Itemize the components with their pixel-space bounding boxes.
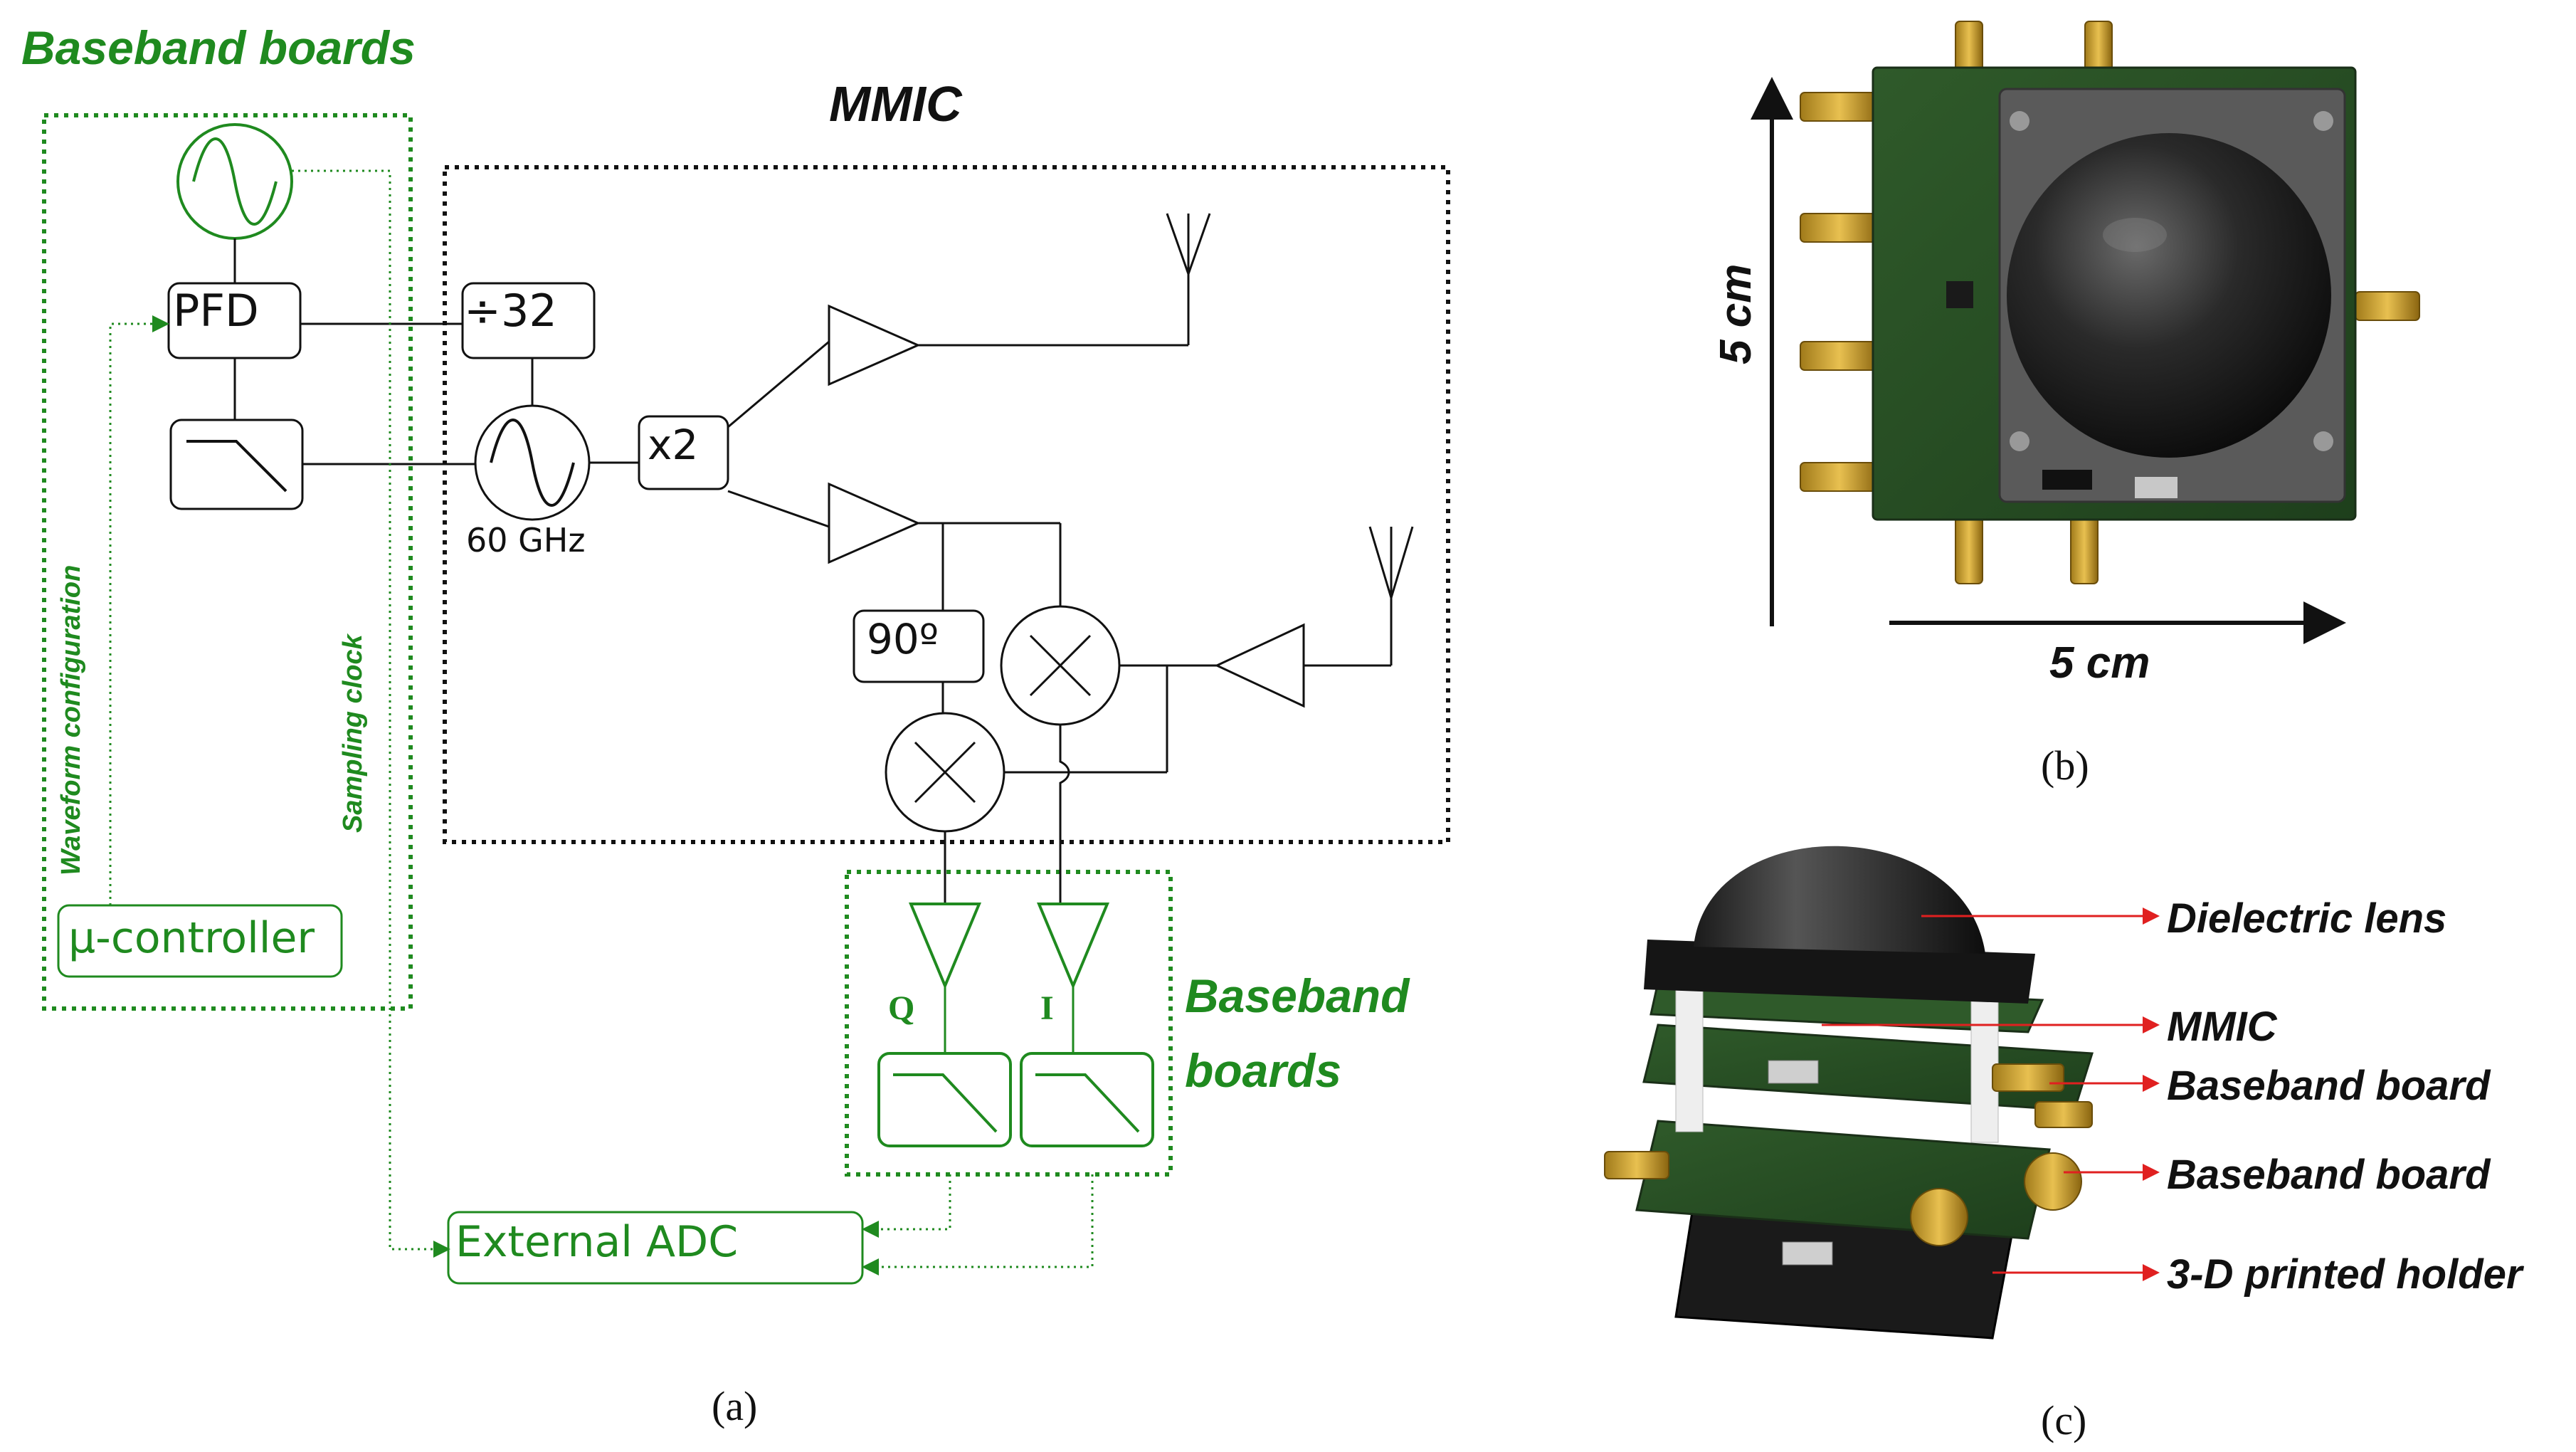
reference-oscillator-icon [176, 123, 293, 240]
baseband-boards-label-line1: Baseband [1185, 969, 1410, 1022]
pfd-label: PFD [173, 285, 259, 337]
caption-b: (b) [2041, 742, 2089, 789]
sma-connectors-side [1604, 1063, 2093, 1246]
sma-connectors-top [1800, 21, 2420, 584]
q-channel-label: Q [888, 989, 914, 1027]
callout-baseband-board-1: Baseband board [2167, 1063, 2491, 1109]
i-baseband-filter-block [1020, 1052, 1154, 1147]
mmic-title: MMIC [829, 76, 963, 132]
photo-top-view: 5 cm 5 cm (b) [1711, 21, 2420, 789]
block-diagram: Baseband boards MMIC PFD ÷32 [21, 21, 1450, 1429]
external-adc-label: External ADC [455, 1217, 738, 1267]
q-baseband-amplifier-icon [908, 903, 982, 990]
vco-frequency: 60 GHz [466, 521, 586, 559]
microcontroller-block: µ-controller [57, 904, 343, 978]
doubler-block: x2 [638, 415, 729, 490]
baseband-boards-label-line2: boards [1185, 1044, 1341, 1097]
dielectric-lens-top [2007, 133, 2331, 458]
i-baseband-amplifier-icon [1036, 903, 1110, 990]
loop-filter-block [169, 419, 304, 510]
callout-printed-holder: 3-D printed holder [2167, 1251, 2525, 1298]
height-dimension-label: 5 cm [1711, 264, 1761, 364]
width-dimension-label: 5 cm [2049, 638, 2150, 688]
q-baseband-filter-block [877, 1052, 1012, 1147]
doubler-label: x2 [648, 421, 698, 469]
mixer-q-icon [885, 712, 1005, 833]
tx-amplifier-icon [828, 304, 921, 386]
waveform-configuration-label: Waveform configuration [56, 565, 86, 875]
i-channel-label: I [1040, 989, 1054, 1027]
phase-shift-label: 90º [867, 615, 939, 663]
callout-lines [1822, 908, 2160, 1281]
external-adc-block: External ADC [447, 1211, 864, 1285]
divider-block: ÷32 [461, 282, 596, 359]
lo-amplifier-icon [828, 482, 921, 564]
divider-label: ÷32 [464, 285, 557, 337]
green-dotted-connections [109, 169, 1094, 1275]
sampling-clock-label: Sampling clock [338, 633, 368, 833]
callout-baseband-board-2: Baseband board [2167, 1152, 2491, 1198]
photo-side-view: Dielectric lens MMIC Baseband board Base… [1604, 846, 2525, 1443]
mixer-i-icon [1000, 605, 1121, 726]
caption-c: (c) [2041, 1397, 2086, 1443]
phase-shift-block: 90º [852, 609, 985, 683]
tx-antenna-icon [1166, 213, 1211, 275]
vco-icon [474, 404, 591, 521]
callout-mmic: MMIC [2167, 1004, 2278, 1050]
dielectric-lens-side [1694, 846, 1985, 954]
rx-amplifier-icon [1214, 623, 1305, 708]
pfd-block: PFD [167, 282, 302, 359]
callout-dielectric-lens: Dielectric lens [2167, 895, 2446, 942]
lens-holder-plate [1644, 940, 2035, 1004]
baseband-board-boundary-bottom [845, 870, 1173, 1177]
rx-antenna-icon [1368, 526, 1414, 599]
baseband-board-boundary-left [42, 113, 413, 1011]
mmic-boundary [443, 165, 1450, 844]
baseband-boards-title: Baseband boards [21, 21, 416, 74]
microcontroller-label: µ-controller [68, 913, 315, 963]
caption-a: (a) [712, 1383, 757, 1429]
